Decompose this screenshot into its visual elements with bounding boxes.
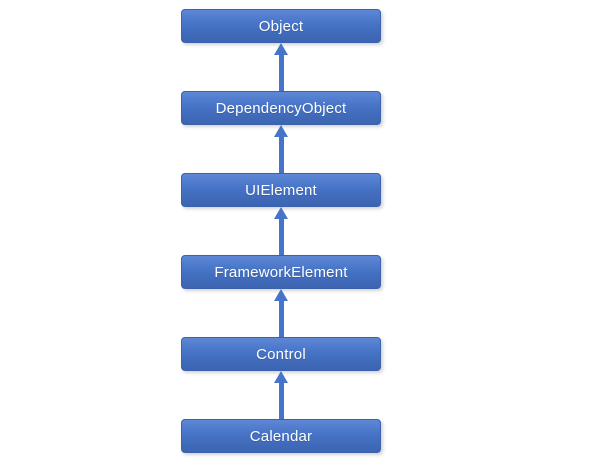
node-control-label: Control (256, 345, 306, 363)
arrow-calendar-to-control (273, 371, 289, 419)
arrow-frameworkelement-to-uielement (273, 207, 289, 255)
arrowhead-icon (274, 125, 288, 137)
arrow-shaft (278, 299, 284, 337)
node-calendar: Calendar (181, 419, 381, 453)
node-frameworkelement: FrameworkElement (181, 255, 381, 289)
arrow-uielement-to-dependencyobject (273, 125, 289, 173)
arrow-dependencyobject-to-object (273, 43, 289, 91)
arrowhead-icon (274, 371, 288, 383)
arrow-shaft (278, 135, 284, 173)
node-object-label: Object (258, 17, 304, 35)
arrowhead-icon (274, 289, 288, 301)
node-uielement: UIElement (181, 173, 381, 207)
arrow-shaft (278, 53, 284, 91)
node-dependencyobject-label: DependencyObject (215, 99, 347, 117)
node-uielement-label: UIElement (245, 181, 317, 199)
arrow-shaft (278, 381, 284, 419)
arrow-shaft (278, 217, 284, 255)
node-control: Control (181, 337, 381, 371)
node-dependencyobject: DependencyObject (181, 91, 381, 125)
node-object: Object (181, 9, 381, 43)
arrowhead-icon (274, 207, 288, 219)
arrow-control-to-frameworkelement (273, 289, 289, 337)
node-frameworkelement-label: FrameworkElement (214, 263, 348, 281)
node-calendar-label: Calendar (249, 427, 313, 445)
arrowhead-icon (274, 43, 288, 55)
